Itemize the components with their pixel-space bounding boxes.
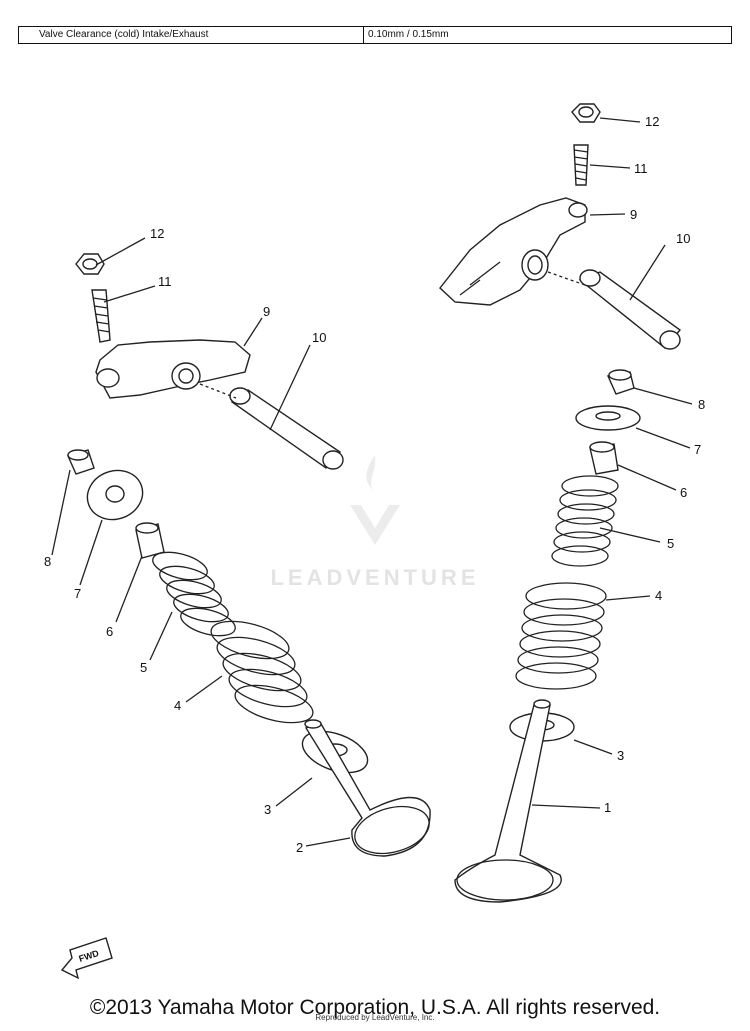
spring-retainer-7-left <box>86 469 144 521</box>
valve-seal-6-right <box>589 441 619 475</box>
rocker-arm-9-left <box>95 339 251 399</box>
callout-11-right: 11 <box>634 161 648 176</box>
rocker-shaft-10-left <box>199 383 344 470</box>
spec-value: 0.10mm / 0.15mm <box>363 26 732 44</box>
nut-12-right <box>571 103 601 123</box>
rocker-shaft-10-right <box>547 269 682 350</box>
inner-spring-5-left <box>152 551 236 637</box>
rocker-arm-9-right <box>439 197 588 306</box>
callout-12-right: 12 <box>645 114 659 129</box>
inner-spring-5-right <box>551 475 619 567</box>
callout-4-right: 4 <box>655 588 662 603</box>
callout-10-right: 10 <box>676 231 690 246</box>
callout-5-left: 5 <box>140 660 147 675</box>
callout-12-left: 12 <box>150 226 164 241</box>
spec-label: Valve Clearance (cold) Intake/Exhaust <box>18 26 364 44</box>
spec-table: Valve Clearance (cold) Intake/Exhaust 0.… <box>18 26 732 44</box>
fwd-arrow-icon: FWD <box>60 937 113 980</box>
spring-retainer-7-right <box>575 405 641 431</box>
watermark-logo-icon <box>350 455 400 545</box>
callout-7-left: 7 <box>74 586 81 601</box>
callout-2: 2 <box>296 840 303 855</box>
valve-seal-6-left <box>135 522 165 559</box>
outer-spring-4-right <box>515 582 607 690</box>
callout-5-right: 5 <box>667 536 674 551</box>
callout-1: 1 <box>604 800 611 815</box>
nut-12-left <box>75 253 105 275</box>
valve-cotter-8-left <box>67 449 95 475</box>
valve-cotter-8-right <box>606 369 635 395</box>
intake-valve-2 <box>304 719 431 857</box>
leader-lines <box>51 117 693 847</box>
callout-9-left: 9 <box>263 304 270 319</box>
callout-7-right: 7 <box>694 442 701 457</box>
callout-4-left: 4 <box>174 698 181 713</box>
callout-8-right: 8 <box>698 397 705 412</box>
callout-3-right: 3 <box>617 748 624 763</box>
callout-10-left: 10 <box>312 330 326 345</box>
adjusting-screw-11-right <box>573 144 589 186</box>
callout-8-left: 8 <box>44 554 51 569</box>
callout-6-right: 6 <box>680 485 687 500</box>
copyright-notice: ©2013 Yamaha Motor Corporation, U.S.A. A… <box>89 996 661 1019</box>
callout-11-left: 11 <box>158 274 172 289</box>
callout-6-left: 6 <box>106 624 113 639</box>
callout-9-right: 9 <box>630 207 637 222</box>
reproduced-notice: Reproduced by LeadVenture, Inc. <box>315 1013 435 1022</box>
outer-spring-4-left <box>210 620 314 724</box>
watermark-text: LEADVENTURE <box>270 565 480 590</box>
callout-3-left: 3 <box>264 802 271 817</box>
exhaust-valve-1 <box>454 699 562 903</box>
adjusting-screw-11-left <box>91 289 111 343</box>
